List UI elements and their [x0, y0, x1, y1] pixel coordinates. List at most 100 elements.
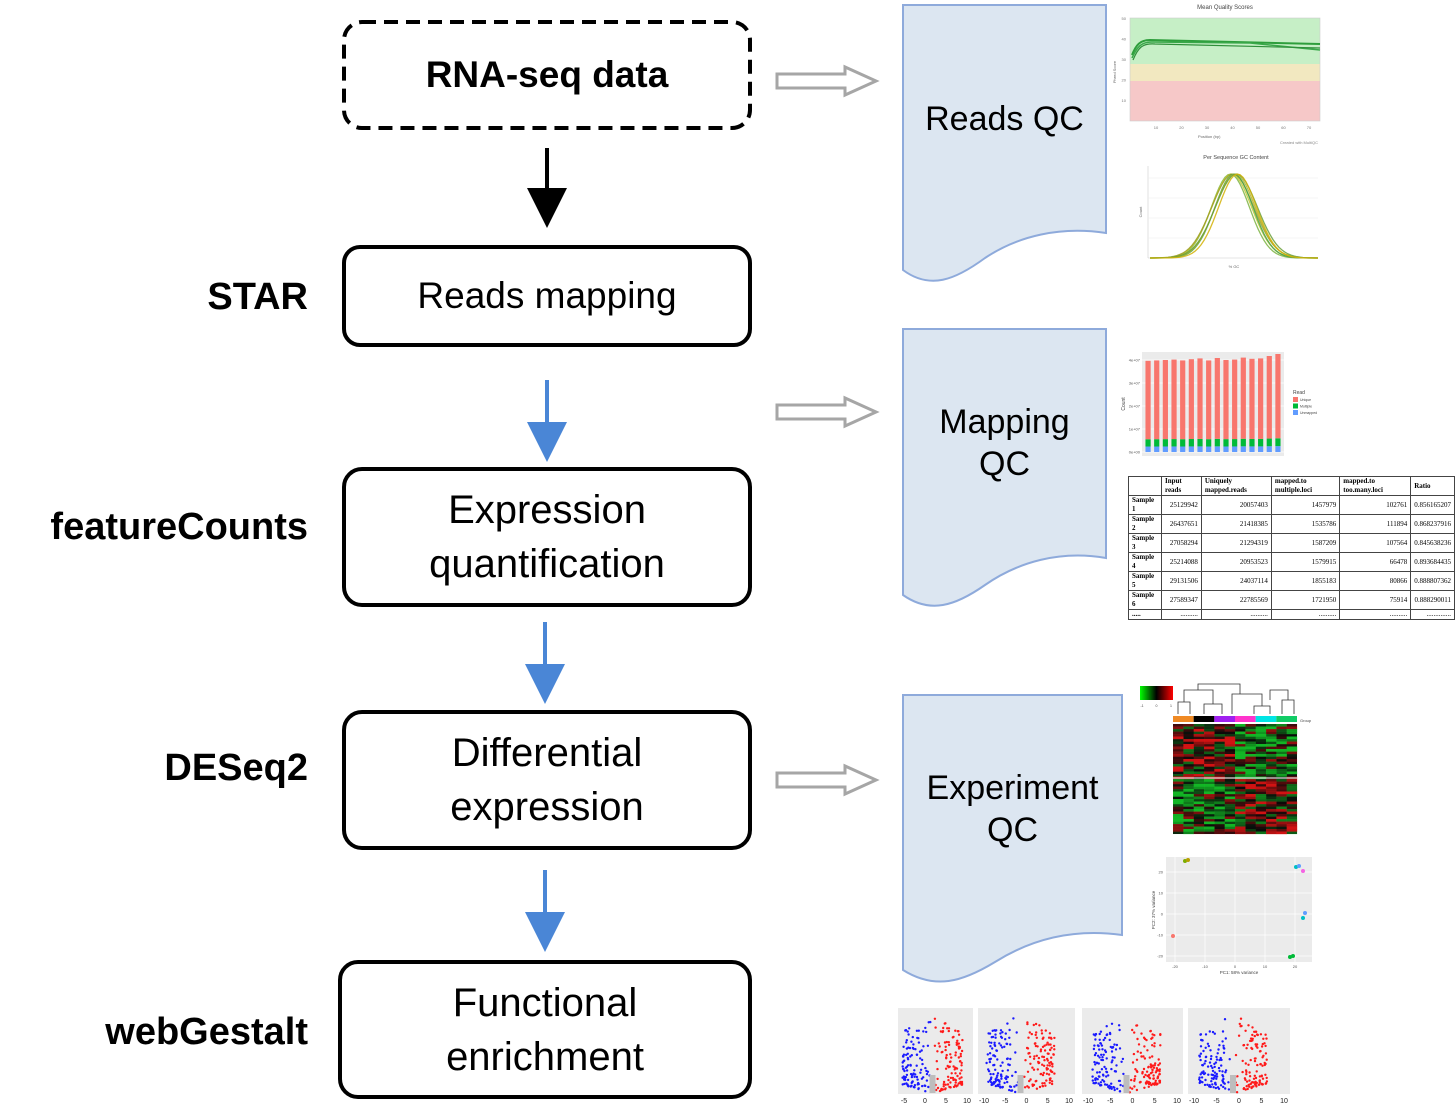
table-cell: 0.868237916	[1410, 514, 1455, 534]
table-cell: 1535786	[1270, 514, 1341, 534]
pca-point	[1288, 955, 1292, 959]
gc-y-label: Count	[1138, 206, 1143, 218]
table-header-cell: Input reads	[1160, 476, 1202, 496]
label-line: QC	[987, 811, 1038, 849]
bar-multiple	[1145, 439, 1151, 447]
gc-content-chart: Per Sequence GC Content % GC Count	[1138, 155, 1319, 269]
label-line: enrichment	[446, 1034, 644, 1079]
bar-multiple	[1266, 438, 1272, 447]
pca-y-tick: 0	[1161, 912, 1164, 917]
table-cell: 75914	[1339, 590, 1412, 610]
pca-x-label: PC1: 58% variance	[1220, 970, 1259, 975]
table-cell: 0.888290011	[1410, 590, 1455, 610]
bar-unique	[1180, 360, 1186, 440]
table-cell: 0.888807362	[1410, 571, 1455, 591]
hollow-right-arrow	[775, 64, 880, 98]
table-cell: 80866	[1339, 571, 1412, 591]
mapping-y-tick: 4e+07	[1129, 358, 1141, 363]
rna-seq-box	[342, 20, 752, 130]
mapping-y-tick: 0e+00	[1129, 450, 1141, 455]
table-cell: Sample 1	[1128, 495, 1162, 515]
legend-swatch	[1293, 403, 1298, 409]
reads-qc-document	[902, 4, 1107, 282]
heatmap-scale-tick: -1	[1140, 704, 1143, 708]
quality-x-tick: 50	[1256, 125, 1261, 130]
volcano-x-tick: 5	[1153, 1098, 1157, 1105]
volcano-x-tick: -10	[1083, 1098, 1093, 1105]
gc-curve	[1150, 173, 1318, 259]
quality-x-label: Position (bp)	[1198, 134, 1221, 139]
mapping-qc-document	[902, 328, 1107, 607]
bar-unmapped	[1188, 446, 1194, 452]
functional-enrichment-box	[338, 960, 752, 1099]
bar-multiple	[1249, 438, 1255, 447]
table-cell: ..........	[1339, 609, 1412, 620]
mapping-bars	[1145, 354, 1281, 452]
bar-unmapped	[1232, 446, 1238, 452]
label-line: Functional	[452, 980, 638, 1025]
tool-label-star: STAR	[207, 276, 308, 318]
pca-x-tick: -20	[1172, 964, 1179, 969]
quality-x-tick: 70	[1307, 125, 1312, 130]
bar-multiple	[1171, 439, 1177, 447]
volcano-x-tick: 0	[1025, 1098, 1029, 1105]
table-cell: 25129942	[1160, 495, 1202, 515]
bar-unmapped	[1206, 446, 1212, 452]
table-cell: Sample 6	[1128, 590, 1162, 610]
table-cell: 102761	[1339, 495, 1412, 515]
volcano-x-tick: -5	[1002, 1098, 1008, 1105]
table-cell: Sample 2	[1128, 514, 1162, 534]
quality-y-tick: 20	[1122, 78, 1127, 83]
table-cell: 0.856165207	[1410, 495, 1455, 515]
quality-y-tick: 30	[1122, 57, 1127, 62]
table-cell: .....	[1128, 609, 1162, 620]
heatmap-dendrogram	[1177, 683, 1295, 714]
pca-y-tick: -10	[1157, 933, 1164, 938]
quality-y-label: Phred Score	[1112, 60, 1117, 83]
quality-y-tick: 40	[1122, 37, 1127, 42]
volcano-x-tick: -10	[979, 1098, 989, 1105]
volcano-x-tick: 5	[1046, 1098, 1050, 1105]
heatmap-scale-tick: 1	[1170, 704, 1172, 708]
table-row: ........................................…	[1128, 609, 1455, 620]
volcano-x-tick: -5	[901, 1098, 907, 1105]
volcano-x-tick: 5	[944, 1098, 948, 1105]
quality-chart-title: Mean Quality Scores	[1197, 5, 1253, 11]
gc-curve	[1150, 173, 1318, 259]
table-cell: 0.845638236	[1410, 533, 1455, 553]
differential-expression-label: Differential expression	[344, 712, 750, 848]
heatmap-group-swatch	[1214, 716, 1235, 722]
bar-unique	[1206, 360, 1212, 440]
heatmap-color-scale	[1140, 686, 1173, 700]
experiment-qc-document	[902, 694, 1123, 983]
pca-y-tick: 20	[1159, 870, 1164, 875]
volcano-x-tick: 0	[923, 1098, 927, 1105]
rna-seq-label: RNA-seq data	[425, 54, 669, 95]
bar-multiple	[1154, 439, 1160, 447]
mapping-legend-title: Read	[1293, 390, 1305, 396]
mapping-qc-label: Mapping QC	[903, 401, 1106, 485]
legend-swatch	[1293, 397, 1298, 402]
table-cell: Sample 4	[1128, 552, 1162, 572]
table-cell: ..............	[1410, 609, 1455, 620]
volcano-x-tick: 5	[1260, 1098, 1264, 1105]
bar-unique	[1188, 359, 1194, 440]
table-cell: 111894	[1339, 514, 1412, 534]
heatmap-group-swatch	[1235, 716, 1256, 722]
pca-point	[1297, 864, 1301, 868]
bar-unique	[1232, 359, 1238, 440]
pca-points	[1171, 858, 1307, 959]
bar-unmapped	[1171, 446, 1177, 452]
tool-label-featurecounts: featureCounts	[50, 506, 308, 548]
gc-chart-title: Per Sequence GC Content	[1203, 155, 1269, 161]
bar-unmapped	[1223, 446, 1229, 452]
bar-unmapped	[1180, 446, 1186, 452]
